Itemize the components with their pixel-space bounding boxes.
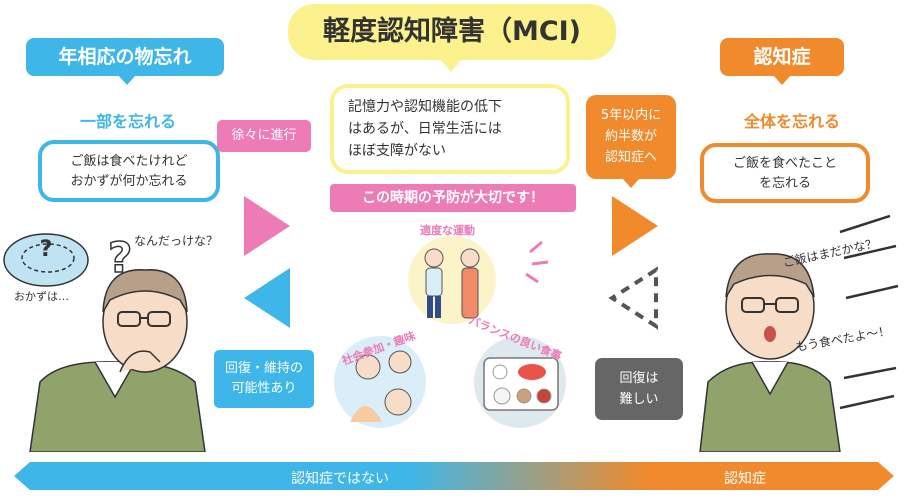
- exercise-circle: [408, 236, 496, 324]
- back-arrow-blue: [244, 268, 290, 328]
- back-arrow-dashed: [608, 266, 658, 330]
- vest-shape: [29, 361, 206, 452]
- mci-description-box: 記憶力や認知機能の低下 はあるが、日常生活には ほぼ支障がない: [330, 84, 570, 174]
- mci-description-line-3: ほぼ支障がない: [348, 143, 446, 159]
- thinking-man-illustration: ? ?: [3, 232, 206, 452]
- half-to-dementia-label: 5年以内に 約半数が 認知症へ: [586, 95, 676, 188]
- empty-plate-icon: [21, 243, 75, 273]
- no-recovery-line-1: 回復は: [619, 371, 659, 386]
- recovery-possible-label: 回復・維持の 可能性あり: [214, 350, 314, 408]
- to-dementia-line-2: 約半数が: [604, 129, 657, 144]
- plate-label: おかずは…: [14, 290, 69, 303]
- recovery-line-2: 可能性あり: [231, 381, 297, 396]
- dementia-bar-label: 認知症: [724, 471, 766, 487]
- spectrum-arrow: [14, 462, 894, 490]
- mci-description-line-2: はあるが、日常生活には: [348, 121, 502, 137]
- total-forgetting-heading: 全体を忘れる: [743, 112, 840, 131]
- progress-arrows: [244, 196, 290, 328]
- mci-title: 軽度認知障害（MCI): [288, 4, 616, 72]
- forward-arrow-orange: [612, 196, 658, 256]
- confused-man-illustration: [699, 214, 899, 452]
- partial-forgetting-heading: 一部を忘れる: [79, 112, 176, 131]
- normal-aging-example-line-1: ご飯は食べたけれど: [70, 154, 188, 169]
- mci-description-line-1: 記憶力や認知機能の低下: [348, 99, 502, 115]
- normal-aging-title: 年相応の物忘れ: [26, 38, 224, 85]
- dementia-title: 認知症: [720, 38, 844, 85]
- recovery-line-1: 回復・維持の: [224, 361, 303, 376]
- to-dementia-line-1: 5年以内に: [600, 108, 662, 123]
- normal-aging-example-box: ご飯は食べたけれど おかずが何か忘れる: [38, 140, 220, 202]
- dementia-arrows: [608, 196, 658, 330]
- forward-arrow-pink: [244, 196, 290, 256]
- gradual-progress-label: 徐々に進行: [217, 120, 311, 152]
- exercise-caption: 適度な運動: [420, 224, 475, 237]
- to-dementia-line-3: 認知症へ: [604, 150, 657, 165]
- prevention-illustrations: [334, 236, 566, 428]
- thought-text: なんだっけな？: [134, 234, 219, 248]
- not-dementia-label: 認知症ではない: [291, 471, 389, 487]
- dementia-example-line-2: を忘れる: [758, 176, 811, 191]
- recovery-difficult-label: 回復は 難しい: [595, 358, 683, 420]
- right-vest-shape: [699, 361, 841, 452]
- no-recovery-line-2: 難しい: [619, 392, 659, 407]
- dementia-example-line-1: ご飯を食べたこと: [732, 156, 837, 171]
- normal-aging-example-line-2: おかずが何か忘れる: [70, 174, 188, 189]
- dementia-example-box: ご飯を食べたこと を忘れる: [700, 143, 870, 203]
- plate-question-mark: ?: [40, 237, 53, 262]
- plate-thought-bubble: [3, 233, 89, 287]
- prevention-banner: この時期の予防が大切です！: [330, 184, 576, 212]
